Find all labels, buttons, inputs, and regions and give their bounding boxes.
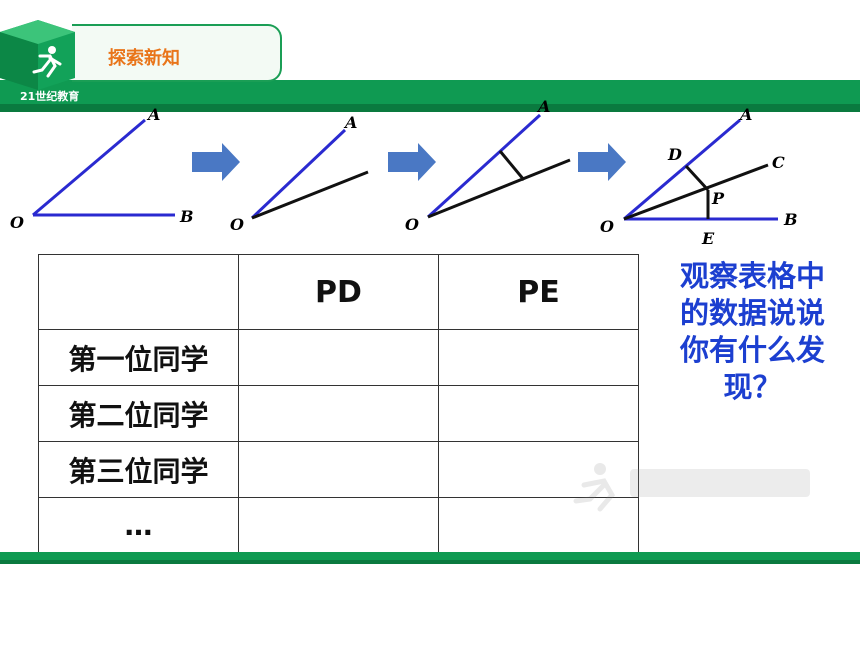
figure-2: O A — [230, 113, 369, 234]
table-row: 第三位同学 — [38, 441, 639, 498]
row-label: … — [38, 497, 239, 554]
row-label: 第二位同学 — [38, 385, 239, 442]
table-cell — [438, 329, 639, 386]
angle-bisector-diagrams: O A B O A O A — [10, 97, 798, 248]
table-row: 第一位同学 — [38, 329, 639, 386]
footer-band-accent — [0, 560, 860, 564]
label-o: O — [600, 217, 614, 236]
table-header-cell: PE — [438, 254, 639, 330]
watermark-logo-icon — [573, 463, 810, 512]
table-cell — [238, 497, 439, 554]
row-label: 第三位同学 — [38, 441, 239, 498]
label-c: C — [772, 153, 785, 172]
prompt-line: 现？ — [723, 370, 782, 404]
prompt-line: 的数据说说 — [679, 296, 825, 330]
label-e: E — [701, 229, 715, 248]
data-table: PD PE 第一位同学 第二位同学 第三位同学 … — [38, 254, 639, 554]
brand-logo-text: 21世纪教育 — [20, 90, 80, 103]
prompt-line: 观察表格中 — [679, 259, 825, 293]
label-o: O — [405, 215, 419, 234]
label-a: A — [536, 97, 550, 116]
table-row: … — [38, 497, 639, 554]
label-o: O — [230, 215, 244, 234]
table-header-cell — [38, 254, 239, 330]
arrow-right-icon — [192, 143, 240, 181]
page-title: 探索新知 — [108, 48, 180, 69]
prompt-line: 你有什么发 — [679, 333, 825, 367]
table-row: 第二位同学 — [38, 385, 639, 442]
header-band-accent — [0, 104, 860, 112]
label-p: P — [711, 189, 725, 208]
label-a: A — [738, 105, 752, 124]
label-b: B — [783, 210, 798, 229]
title-tab — [72, 24, 282, 82]
label-d: D — [667, 145, 682, 164]
arrow-right-icon — [578, 143, 626, 181]
observation-prompt: 观察表格中 的数据说说 你有什么发 现？ — [660, 258, 845, 406]
table-cell — [438, 385, 639, 442]
label-o: O — [10, 213, 24, 232]
table-cell — [238, 329, 439, 386]
arrow-right-icon — [388, 143, 436, 181]
figure-3: O A — [405, 97, 571, 234]
table-cell — [238, 441, 439, 498]
row-label: 第一位同学 — [38, 329, 239, 386]
table-header-row: PD PE — [38, 254, 639, 330]
label-a: A — [343, 113, 357, 132]
label-a: A — [146, 105, 160, 124]
table-header-cell: PD — [238, 254, 439, 330]
table-cell — [238, 385, 439, 442]
figure-4: O A B C D E P — [600, 105, 798, 248]
label-b: B — [179, 207, 194, 226]
runner-logo-icon — [0, 20, 75, 90]
figure-1: O A B — [10, 105, 194, 232]
